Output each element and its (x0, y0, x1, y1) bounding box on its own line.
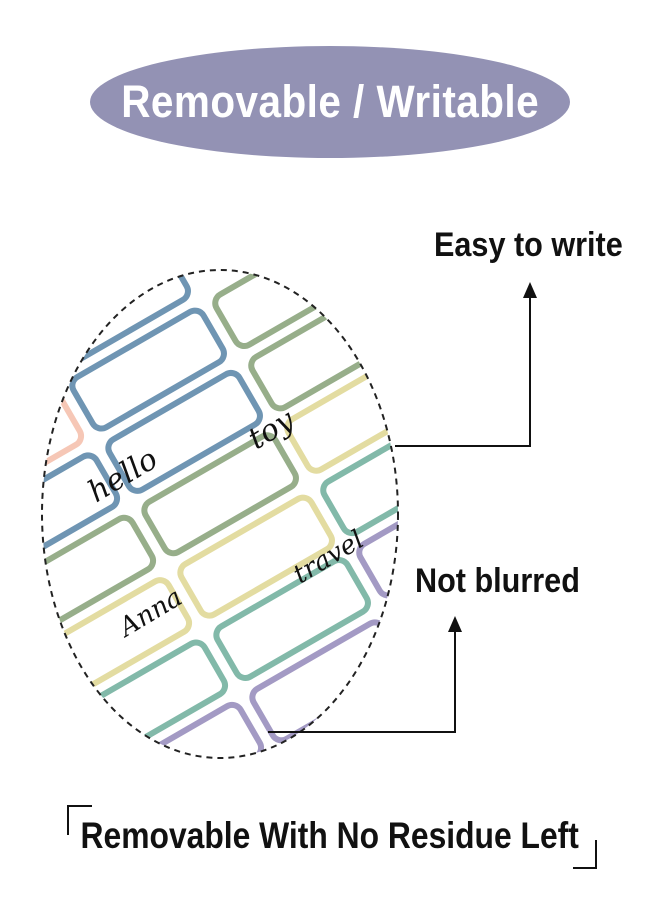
label-sticker (106, 701, 265, 758)
label-sticker (42, 270, 155, 307)
label-sticker (320, 412, 398, 537)
bracket-top-left-icon (67, 805, 92, 835)
label-sticker (213, 557, 371, 681)
header-title: Removable / Writable (121, 76, 539, 127)
label-sticker (0, 265, 13, 390)
label-sticker (177, 494, 335, 619)
label-sticker (42, 514, 157, 639)
magnifier-outline (41, 269, 399, 759)
arrow-up-icon (523, 282, 537, 298)
label-sticker (428, 599, 587, 724)
label-sticker (105, 369, 263, 494)
connector-easy-to-write (395, 298, 531, 447)
header-pill: Removable / Writable (90, 46, 570, 158)
callout-easy-to-write: Easy to write (434, 226, 623, 264)
callout-not-blurred: Not blurred (415, 562, 580, 600)
footer: Removable With No Residue Left (0, 815, 660, 857)
arrow-up-icon (448, 616, 462, 632)
bracket-bottom-right-icon (573, 840, 597, 869)
label-sticker (69, 307, 227, 432)
connector-not-blurred (268, 632, 456, 733)
label-sheet: hello toy Anna travel (0, 265, 587, 758)
label-sticker (284, 349, 398, 474)
label-sticker (42, 327, 49, 452)
label-sticker (141, 432, 299, 557)
footer-text: Removable With No Residue Left (80, 815, 580, 856)
label-sticker (42, 452, 121, 577)
